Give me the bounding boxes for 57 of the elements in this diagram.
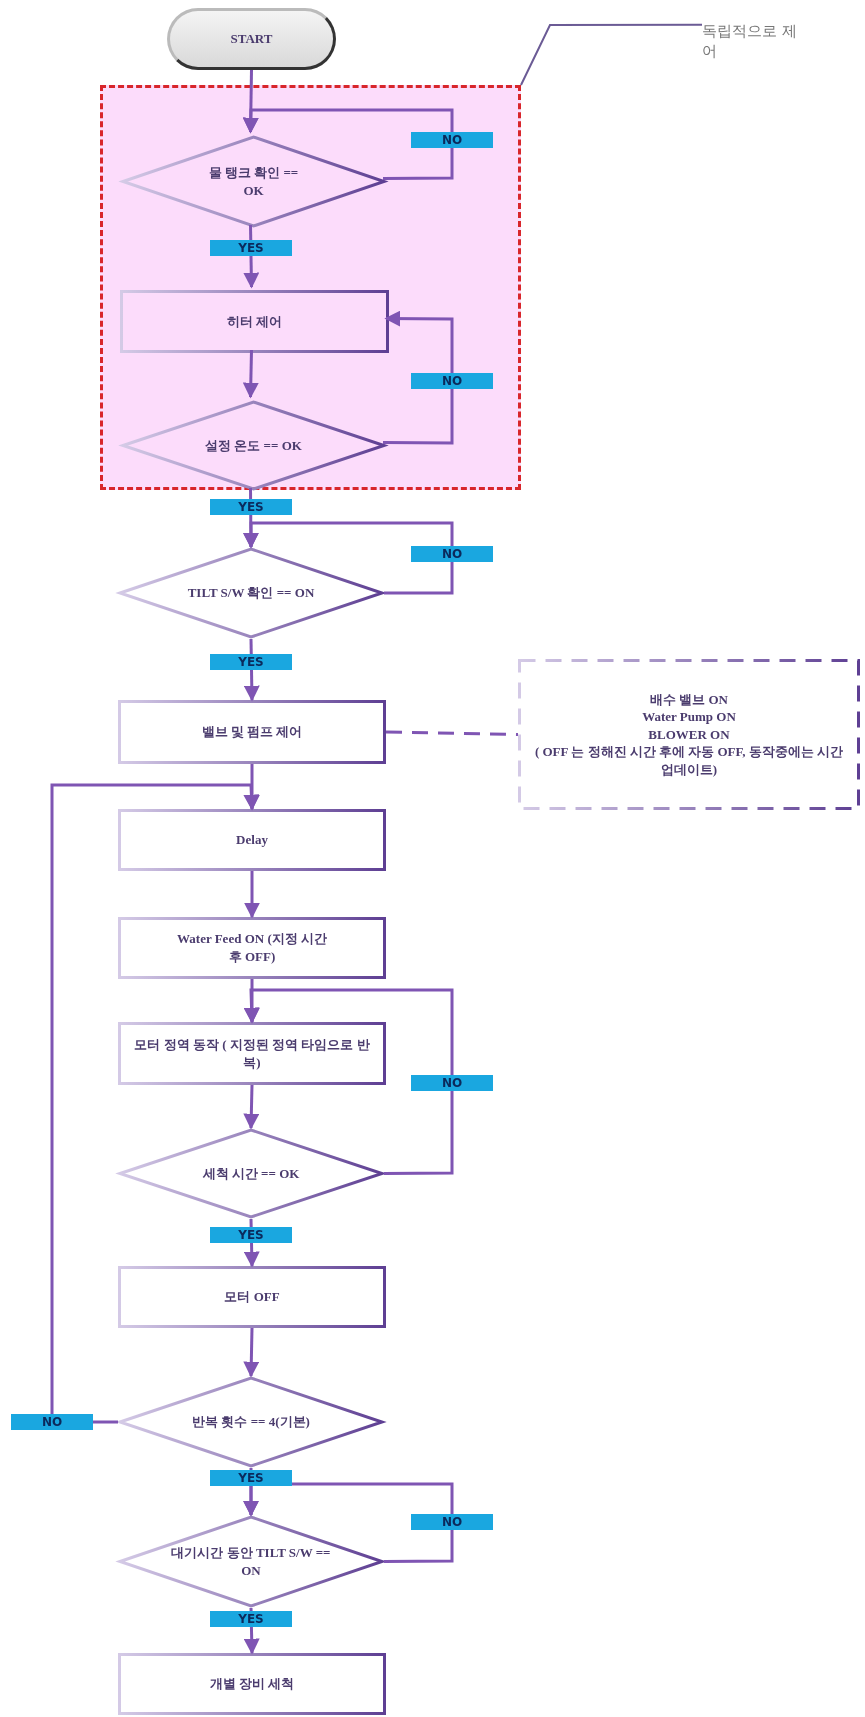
node-text: 히터 제어 — [226, 312, 283, 331]
node-text: ( OFF 는 정해진 시간 후에 자동 OFF, 동작중에는 시간 업데이트) — [533, 743, 845, 779]
decision-diamond — [121, 135, 386, 228]
node-text: 대기시간 동안 TILT S/W == ON — [171, 1543, 331, 1580]
node-text: 배수 밸브 ON — [650, 690, 728, 709]
edge-label: NO — [411, 546, 493, 562]
node-text: START — [230, 30, 273, 48]
node-text: 설정 온도 == OK — [205, 436, 302, 455]
node-text: Delay — [236, 831, 268, 849]
edge-label: NO — [411, 1075, 493, 1091]
node-text: 밸브 및 펌프 제어 — [201, 723, 303, 741]
node-text: 물 탱크 확인 == OK — [207, 163, 300, 200]
decision-diamond — [118, 1515, 384, 1608]
node-text: 세척 시간 == OK — [202, 1164, 300, 1183]
node-text: 모터 OFF — [224, 1288, 280, 1306]
arrow — [383, 310, 454, 445]
edge-label: NO — [411, 1514, 493, 1530]
edge-label: YES — [210, 654, 292, 670]
annotation-text: 독립적으로 제어 — [702, 20, 798, 62]
arrow — [243, 521, 454, 595]
decision-diamond — [121, 400, 386, 491]
edge-label: YES — [210, 240, 292, 256]
process-box — [118, 1266, 386, 1328]
leader-line — [520, 23, 703, 86]
process-box — [120, 290, 389, 353]
edge-label: NO — [411, 132, 493, 148]
edge-label: NO — [411, 373, 493, 389]
process-box — [118, 1022, 386, 1085]
arrow — [243, 1084, 260, 1130]
node-text: 개별 장비 세척 — [209, 1675, 295, 1693]
dashed-group-box — [100, 85, 521, 490]
arrow — [243, 988, 454, 1175]
edge-label: YES — [210, 499, 292, 515]
process-box — [118, 809, 386, 871]
node-text: TILT S/W 확인 == ON — [187, 584, 315, 602]
node-text: Water Feed ON (지정 시간 후 OFF) — [176, 930, 328, 966]
arrow — [242, 349, 259, 399]
decision-diamond — [118, 1376, 384, 1468]
process-box — [118, 917, 386, 979]
decision-diamond — [118, 1128, 384, 1219]
arrow — [50, 783, 260, 1424]
node-text: Water Pump ON — [642, 708, 736, 726]
node-text: 반복 횟수 == 4(기본) — [192, 1413, 310, 1431]
process-box — [118, 1653, 386, 1715]
dashed-connector — [385, 730, 519, 736]
edge-label: YES — [210, 1227, 292, 1243]
edge-label: YES — [210, 1611, 292, 1627]
arrow — [244, 871, 260, 919]
process-box — [118, 700, 386, 764]
edge-label: NO — [11, 1414, 93, 1430]
note-box — [518, 659, 860, 810]
arrow — [243, 1327, 260, 1378]
decision-diamond — [118, 547, 384, 639]
edge-label: YES — [210, 1470, 292, 1486]
node-text: 모터 정역 동작 ( 지정된 정역 타임으로 반복) — [133, 1035, 371, 1072]
node-text: BLOWER ON — [648, 725, 730, 744]
arrow — [242, 108, 454, 180]
